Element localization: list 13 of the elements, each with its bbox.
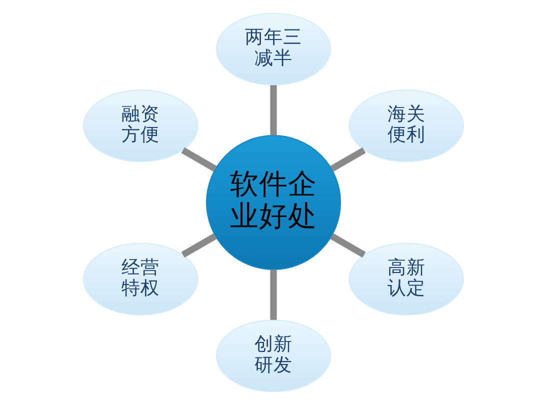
connector: [180, 232, 216, 258]
node-ellipse: 两年三减半: [215, 12, 331, 85]
node-ellipse: 海关便利: [348, 89, 464, 162]
node-ellipse: 融资方便: [82, 89, 198, 162]
node-ellipse: 高新认定: [348, 242, 464, 315]
node-ellipse: 经营特权: [82, 242, 198, 315]
connector: [270, 269, 276, 320]
connector: [330, 232, 366, 258]
connector: [270, 84, 276, 135]
connector: [330, 146, 366, 172]
connector: [180, 146, 216, 172]
node-ellipse: 创新研发: [215, 319, 331, 392]
node-circle: 软件企业好处: [205, 134, 341, 270]
